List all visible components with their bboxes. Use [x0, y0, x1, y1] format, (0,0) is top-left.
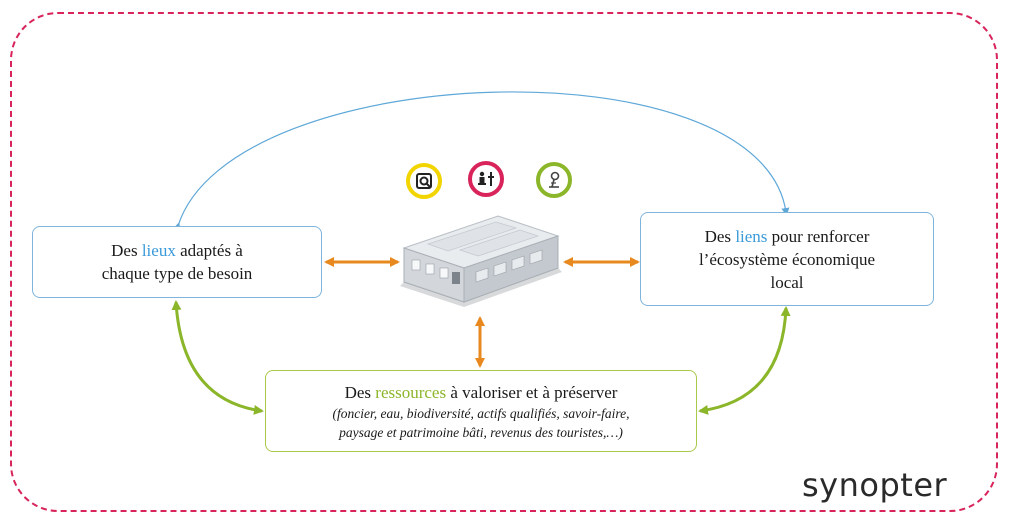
blue-arc-link [172, 91, 790, 232]
node-ressources-line1: Des ressources à valoriser et à préserve… [345, 381, 618, 404]
node-liens: Des liens pour renforcer l’écosystème éc… [640, 212, 934, 306]
node-lieux-line2: chaque type de besoin [101, 264, 253, 283]
synopter-logo-text: synopter [802, 466, 948, 504]
synopter-logo: synopter [802, 466, 947, 504]
node-lieux-post: adaptés à [175, 241, 243, 260]
node-ressources-detail-line1: (foncier, eau, biodiversité, actifs qual… [332, 405, 630, 421]
node-liens-line3: local [770, 272, 804, 292]
node-ressources-post: à valoriser et à préserver [446, 382, 618, 402]
green-arc-lieux-ressources [171, 300, 264, 415]
people-icon [468, 161, 504, 197]
node-ressources-pre: Des [344, 382, 376, 402]
node-ressources: Des ressources à valoriser et à préserve… [265, 370, 697, 452]
node-lieux-line1: Des lieux adaptés à [111, 239, 243, 262]
node-ressources-detail-line2: paysage et patrimoine bâti, revenus des … [339, 424, 623, 440]
node-liens-line2: l’écosystème économique [698, 249, 876, 269]
node-lieux-pre: Des [111, 241, 142, 260]
node-lieux: Des lieux adaptés à chaque type de besoi… [32, 226, 322, 298]
node-lieux-keyword: lieux [141, 241, 176, 260]
node-ressources-keyword: ressources [375, 382, 447, 402]
green-arc-liens-ressources [698, 306, 791, 415]
node-liens-post: pour renforcer [767, 226, 870, 246]
location-pin-icon [536, 162, 572, 198]
diagram-frame [10, 12, 998, 512]
building-icon [400, 215, 562, 307]
node-liens-keyword: liens [735, 226, 768, 246]
camera-icon [406, 163, 442, 199]
node-liens-pre: Des [704, 226, 736, 246]
node-liens-line1: Des liens pour renforcer [705, 225, 870, 248]
